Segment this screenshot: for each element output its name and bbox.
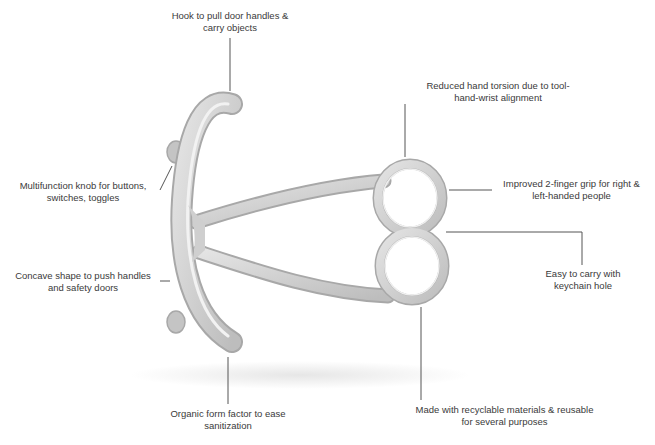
callout-label: Improved 2-finger grip for right & left-… (494, 178, 649, 202)
callout-label: Reduced hand torsion due to tool-hand-wr… (418, 80, 578, 104)
callout-label: Easy to carry with keychain hole (528, 268, 638, 292)
callout-label: Concave shape to push handles and safety… (8, 270, 158, 294)
callout-label: Hook to pull door handles & carry object… (165, 10, 295, 34)
callout-label: Multifunction knob for buttons, switches… (8, 180, 158, 204)
grip-ring (378, 164, 444, 300)
floor-shadow (130, 361, 470, 389)
callout-label: Made with recyclable materials & reusabl… (412, 404, 597, 428)
tool-crescent (167, 103, 232, 342)
tool-arms (196, 181, 388, 296)
leader-lines (160, 38, 582, 404)
callout-label: Organic form factor to ease sanitization (163, 408, 293, 432)
